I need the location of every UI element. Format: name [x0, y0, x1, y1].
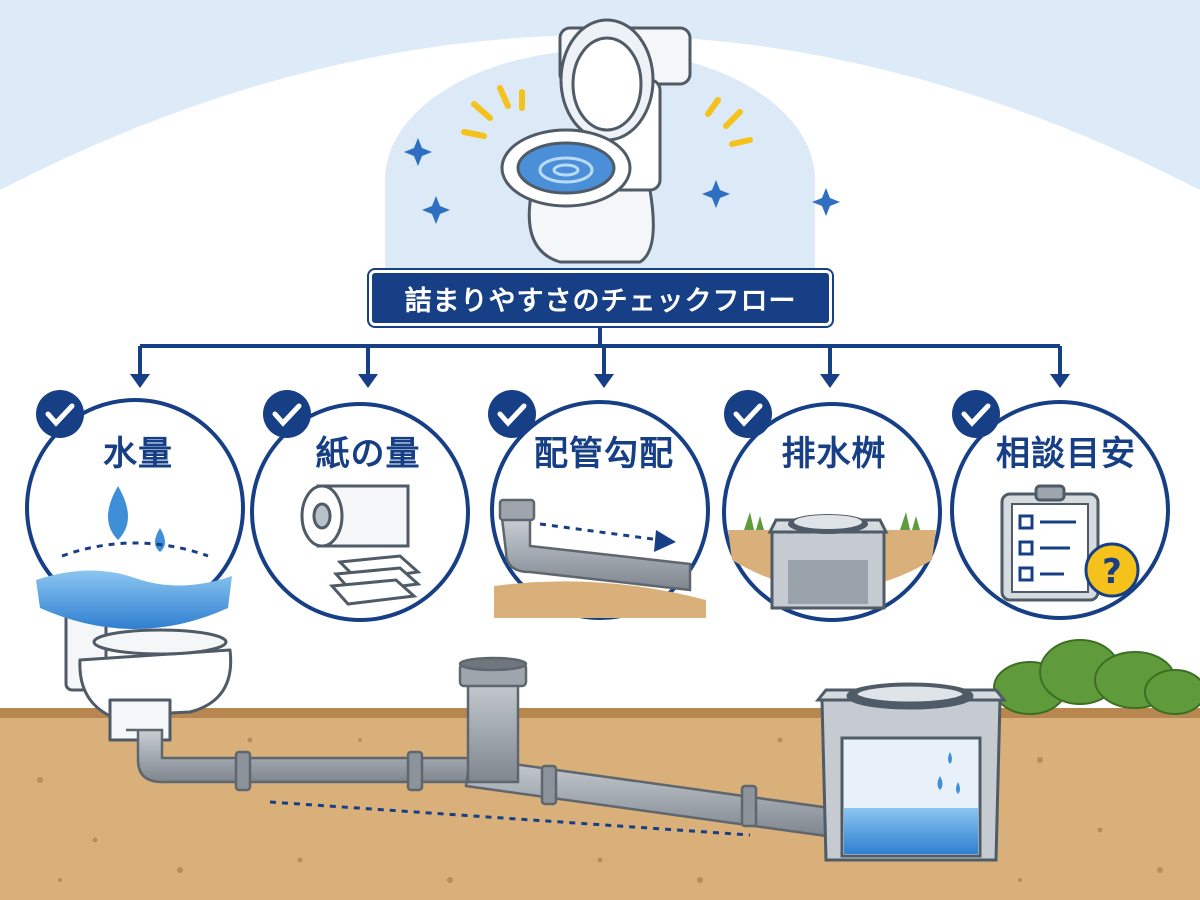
- toilet-clean-icon: [500, 18, 692, 264]
- label-pipe-slope: 配管勾配: [534, 434, 674, 474]
- drain-pipe: [126, 656, 832, 838]
- shine-lines: [461, 85, 753, 147]
- check-mark-icons: [36, 390, 1000, 438]
- connector-lines: [138, 326, 1062, 378]
- bush-icon: [993, 639, 1200, 715]
- label-water-amount: 水量: [103, 434, 173, 474]
- check-circle-pipe: [490, 400, 710, 620]
- title-text: 詰まりやすさのチェックフロー: [404, 285, 797, 317]
- label-paper-amount: 紙の量: [315, 434, 421, 474]
- slope-guide-dashed: [269, 800, 751, 837]
- arrow-down-icons: [130, 374, 1070, 388]
- check-circle-basin: [722, 402, 942, 622]
- sparkle-icons: [404, 138, 840, 224]
- check-circle-water: [25, 398, 245, 629]
- title-banner: 詰まりやすさのチェックフロー: [369, 270, 832, 326]
- drain-basin-illustration: [814, 682, 1008, 862]
- check-circle-paper: [250, 402, 470, 622]
- check-circle-consult: ?: [950, 400, 1170, 620]
- soil-dots: [37, 737, 1163, 883]
- label-drain-basin: 排水桝: [781, 434, 887, 474]
- svg-text:?: ?: [1102, 552, 1122, 592]
- label-consult-guide: 相談目安: [996, 434, 1136, 474]
